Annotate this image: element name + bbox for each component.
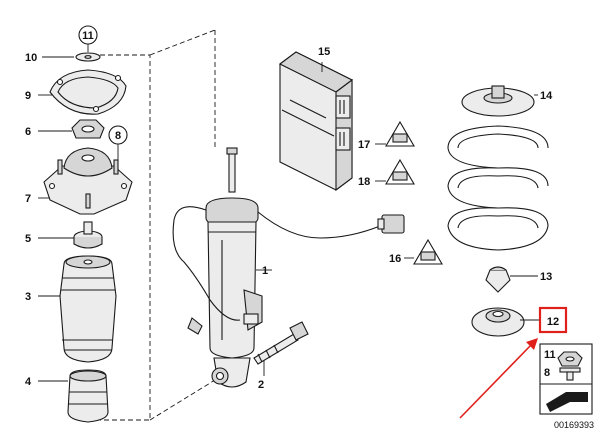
washer-part-10 bbox=[75, 52, 101, 62]
coil-spring bbox=[447, 125, 549, 251]
bump-cap-part-5 bbox=[73, 221, 103, 249]
callout-12[interactable]: 12 bbox=[547, 316, 559, 328]
callout-15[interactable]: 15 bbox=[318, 46, 330, 58]
inset-label-11: 11 bbox=[544, 349, 556, 361]
callout-14[interactable]: 14 bbox=[540, 90, 553, 102]
callout-5[interactable]: 5 bbox=[25, 233, 31, 245]
bolt-part-2 bbox=[253, 321, 309, 365]
callout-17[interactable]: 17 bbox=[358, 139, 370, 151]
callout-10[interactable]: 10 bbox=[25, 52, 37, 64]
shock-absorber-part-1 bbox=[172, 147, 405, 388]
callout-8[interactable]: 8 bbox=[108, 125, 128, 145]
highlight-box-12[interactable] bbox=[538, 306, 568, 334]
callout-6[interactable]: 6 bbox=[25, 126, 31, 138]
callout-16[interactable]: 16 bbox=[389, 253, 401, 265]
red-arrow bbox=[459, 338, 538, 419]
svg-text:8: 8 bbox=[115, 130, 121, 142]
top-mount-part-7 bbox=[43, 147, 133, 215]
warning-triangle-18-icon bbox=[385, 158, 415, 185]
callout-3[interactable]: 3 bbox=[25, 291, 31, 303]
nut-part-13 bbox=[485, 266, 511, 293]
callout-11-top[interactable]: 11 bbox=[78, 25, 98, 45]
warning-triangle-16-icon bbox=[413, 238, 443, 265]
callout-7[interactable]: 7 bbox=[25, 193, 31, 205]
warning-triangle-17-icon bbox=[385, 120, 415, 147]
document-number: 00169393 bbox=[554, 420, 594, 430]
lock-plate-part-6 bbox=[71, 119, 105, 139]
bump-stop-part-4 bbox=[67, 369, 109, 423]
callout-9[interactable]: 9 bbox=[25, 90, 31, 102]
spring-pad-part-12 bbox=[471, 307, 525, 337]
svg-text:11: 11 bbox=[82, 30, 94, 42]
callout-13[interactable]: 13 bbox=[540, 271, 552, 283]
control-module-part-15 bbox=[278, 51, 354, 192]
callout-4[interactable]: 4 bbox=[25, 376, 32, 388]
assembly-outline bbox=[100, 29, 216, 421]
callout-2[interactable]: 2 bbox=[258, 379, 264, 391]
fastener-inset: 11 8 bbox=[539, 343, 593, 415]
callout-18[interactable]: 18 bbox=[358, 176, 370, 188]
callout-1[interactable]: 1 bbox=[262, 265, 268, 277]
direction-arrow-icon bbox=[546, 392, 588, 412]
spring-seat-part-14 bbox=[461, 85, 535, 117]
bellows-part-3 bbox=[59, 255, 117, 363]
inset-label-8: 8 bbox=[544, 367, 550, 379]
gasket-part-9 bbox=[49, 69, 127, 115]
